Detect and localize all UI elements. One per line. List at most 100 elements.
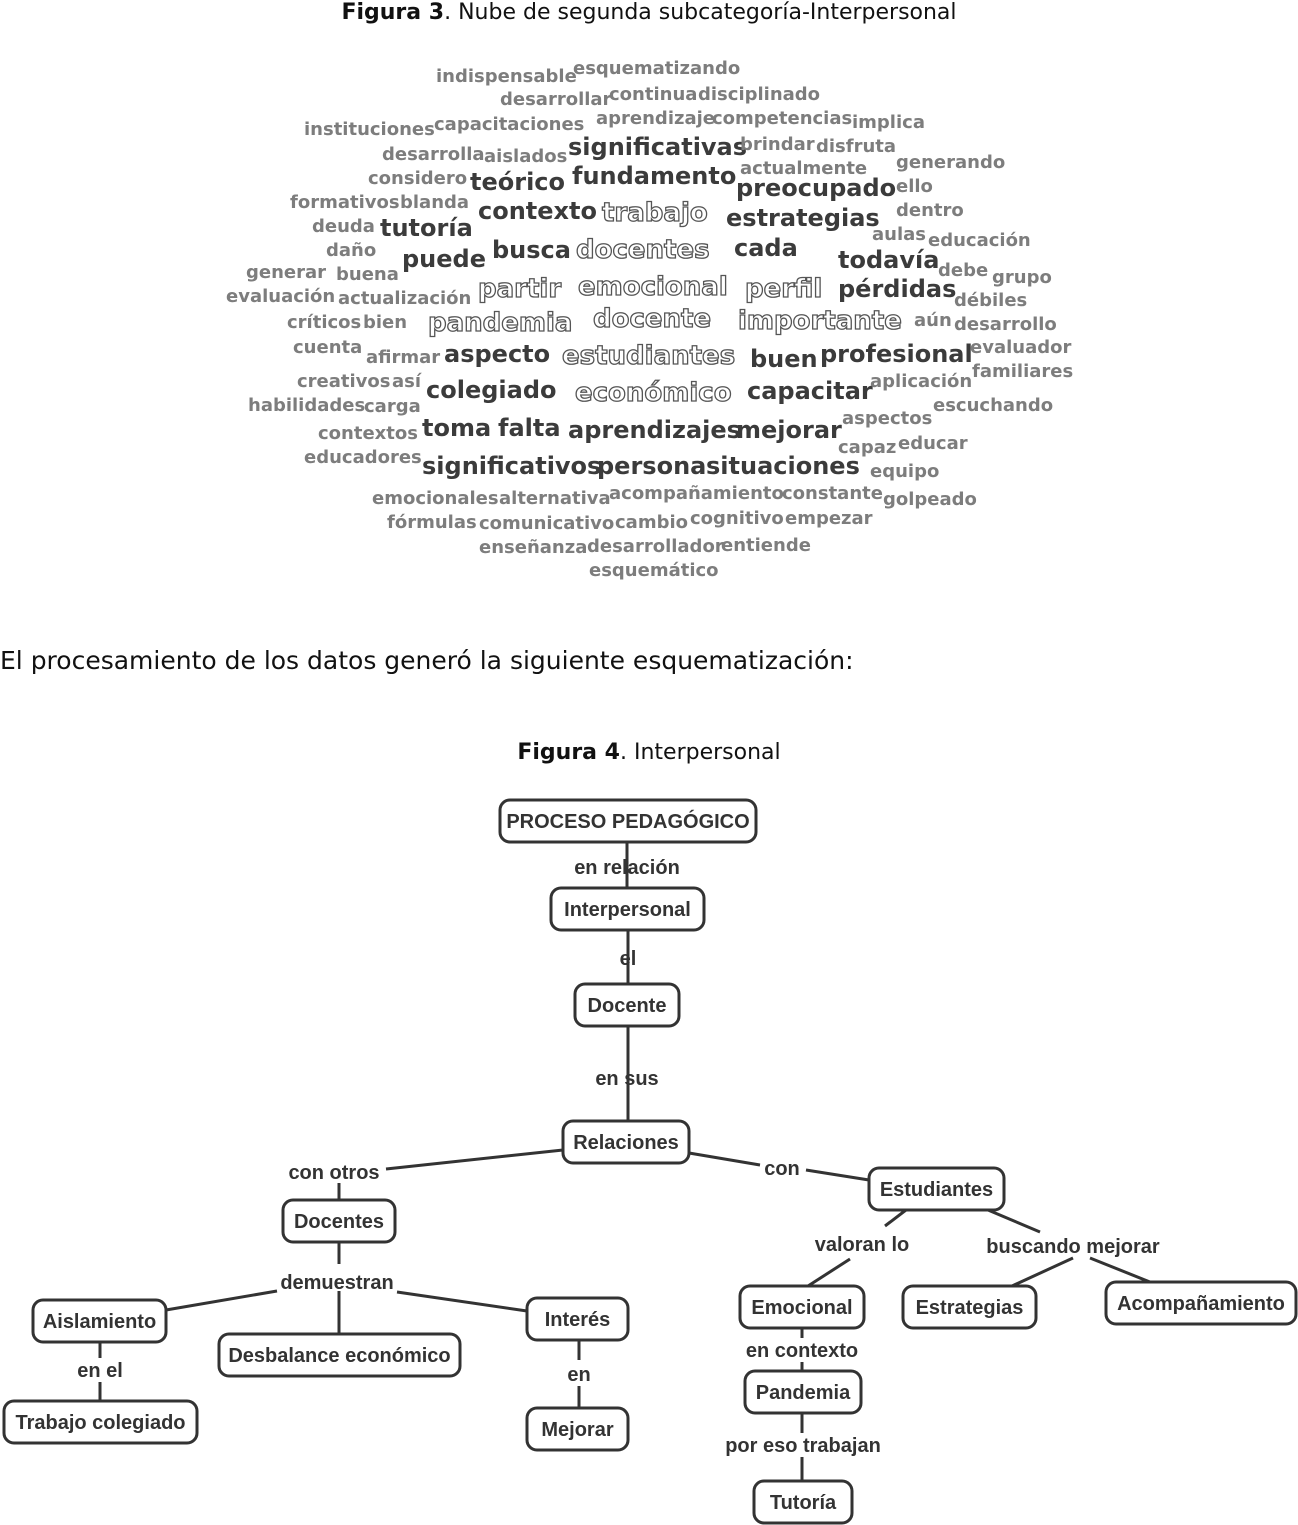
cloud-word: desarrollar (500, 89, 612, 110)
connector-line (385, 1148, 564, 1171)
cloud-word: capaz (838, 437, 896, 458)
link-label-con-otros: con otros (288, 1162, 379, 1184)
cloud-word: contextos (318, 423, 418, 444)
node-box (867, 1166, 1006, 1212)
cloud-word: familiares (972, 361, 1073, 382)
node-label: Estrategias (916, 1297, 1024, 1319)
cloud-word: blanda (400, 192, 469, 213)
cloud-word: educar (898, 433, 968, 454)
cloud-word: deuda (312, 216, 375, 237)
cloud-word: teórico (470, 168, 565, 196)
link-label-buscando-mejorar: buscando mejorar (986, 1236, 1160, 1258)
cloud-word: esquemático (589, 560, 719, 581)
cloud-word: educación (928, 230, 1031, 251)
cloud-word: capacitar (747, 377, 873, 405)
cloud-word: aprendizajes (568, 416, 741, 444)
cloud-word: escuchando (933, 395, 1053, 416)
cloud-word: evaluador (970, 337, 1071, 358)
cloud-word: docentes (576, 235, 710, 265)
cloud-word: pandemia (428, 308, 572, 338)
cloud-word: competencias (712, 108, 852, 129)
figure-3-caption-text: . Nube de segunda subcategoría-Interpers… (444, 0, 957, 25)
cloud-word: cuenta (293, 337, 362, 358)
cloud-word: generar (246, 262, 326, 283)
cloud-word: partir (478, 274, 561, 304)
cloud-word: brindar (740, 134, 815, 155)
link-label-en-relacion: en relación (574, 857, 680, 879)
node-box (561, 1119, 691, 1165)
link-label-en-contexto: en contexto (746, 1340, 858, 1362)
cloud-word: considero (368, 168, 467, 189)
figure-4-caption-bold: Figura 4 (517, 740, 620, 765)
cloud-word: generando (896, 152, 1005, 173)
cloud-word: docente (593, 304, 711, 334)
figure-4-caption-text: . Interpersonal (620, 740, 781, 765)
cloud-word: importante (738, 306, 902, 336)
cloud-word: débiles (954, 290, 1027, 311)
link-label-en-sus: en sus (595, 1068, 658, 1090)
cloud-word: fórmulas (387, 512, 477, 533)
cloud-word: daño (326, 240, 376, 261)
cloud-word: preocupado (736, 174, 896, 202)
cloud-word: críticos (287, 312, 361, 333)
node-docente: Docente (573, 982, 681, 1028)
word-cloud: indispensableesquematizandodesarrollarco… (226, 58, 1073, 581)
cloud-word: ello (896, 176, 933, 197)
node-box (2, 1399, 199, 1445)
cloud-word: aislados (484, 146, 567, 167)
connector-line (987, 1208, 1041, 1234)
node-relaciones: Relaciones (561, 1119, 691, 1165)
node-docentes: Docentes (281, 1198, 397, 1244)
connector-line (807, 1257, 851, 1288)
node-label: Docentes (294, 1211, 384, 1233)
cloud-word: pérdidas (838, 275, 956, 303)
cloud-word: aprendizaje (596, 108, 715, 129)
link-label-con: con (764, 1158, 800, 1180)
node-label: Acompañamiento (1117, 1293, 1285, 1315)
cloud-word: así (392, 371, 422, 392)
node-acompanamiento: Acompañamiento (1104, 1280, 1298, 1326)
node-label: Trabajo colegiado (15, 1412, 185, 1434)
cloud-word: continua (609, 84, 697, 105)
cloud-word: contexto (478, 197, 597, 225)
figure-4-caption: Figura 4. Interpersonal (0, 740, 1298, 765)
node-label: Pandemia (756, 1382, 851, 1404)
cloud-word: profesional (820, 340, 973, 368)
cloud-word: indispensable (436, 66, 577, 87)
cloud-word: empezar (785, 508, 873, 529)
node-interpersonal: Interpersonal (549, 886, 706, 932)
cloud-word: actualización (338, 288, 471, 309)
node-box (549, 886, 706, 932)
cloud-word: emocional (578, 272, 728, 302)
cloud-word: tutoría (380, 214, 473, 242)
node-desbalance: Desbalance económico (217, 1332, 462, 1378)
cloud-word: evaluación (226, 286, 335, 307)
cloud-word: grupo (992, 267, 1052, 288)
cloud-word: actualmente (740, 158, 867, 179)
node-box (1104, 1280, 1298, 1326)
cloud-word: disfruta (816, 136, 896, 157)
cloud-word: afirmar (366, 347, 440, 368)
cloud-word: estrategias (726, 204, 880, 232)
cloud-word: disciplinado (698, 84, 820, 105)
cloud-word: desarrollo (954, 314, 1057, 335)
node-tutoria: Tutoría (752, 1479, 854, 1525)
figure-3-caption-bold: Figura 3 (341, 0, 445, 25)
node-label: Estudiantes (880, 1179, 993, 1201)
cloud-word: situaciones (706, 452, 860, 480)
cloud-word: formativos (290, 192, 400, 213)
cloud-word: golpeado (883, 489, 977, 510)
cloud-word: perfil (745, 274, 822, 304)
cloud-word: todavía (838, 246, 939, 274)
cloud-word: desarrollador (587, 536, 724, 557)
cloud-word: instituciones (304, 119, 435, 140)
cloud-word: desarrolla (382, 144, 485, 165)
node-aislamiento: Aislamiento (31, 1298, 168, 1344)
cloud-word: creativos (297, 371, 391, 392)
node-box (901, 1284, 1038, 1330)
cloud-word: significativas (568, 133, 747, 161)
cloud-word: educadores (304, 447, 422, 468)
node-label: Tutoría (770, 1492, 837, 1514)
cloud-word: entiende (721, 535, 811, 556)
